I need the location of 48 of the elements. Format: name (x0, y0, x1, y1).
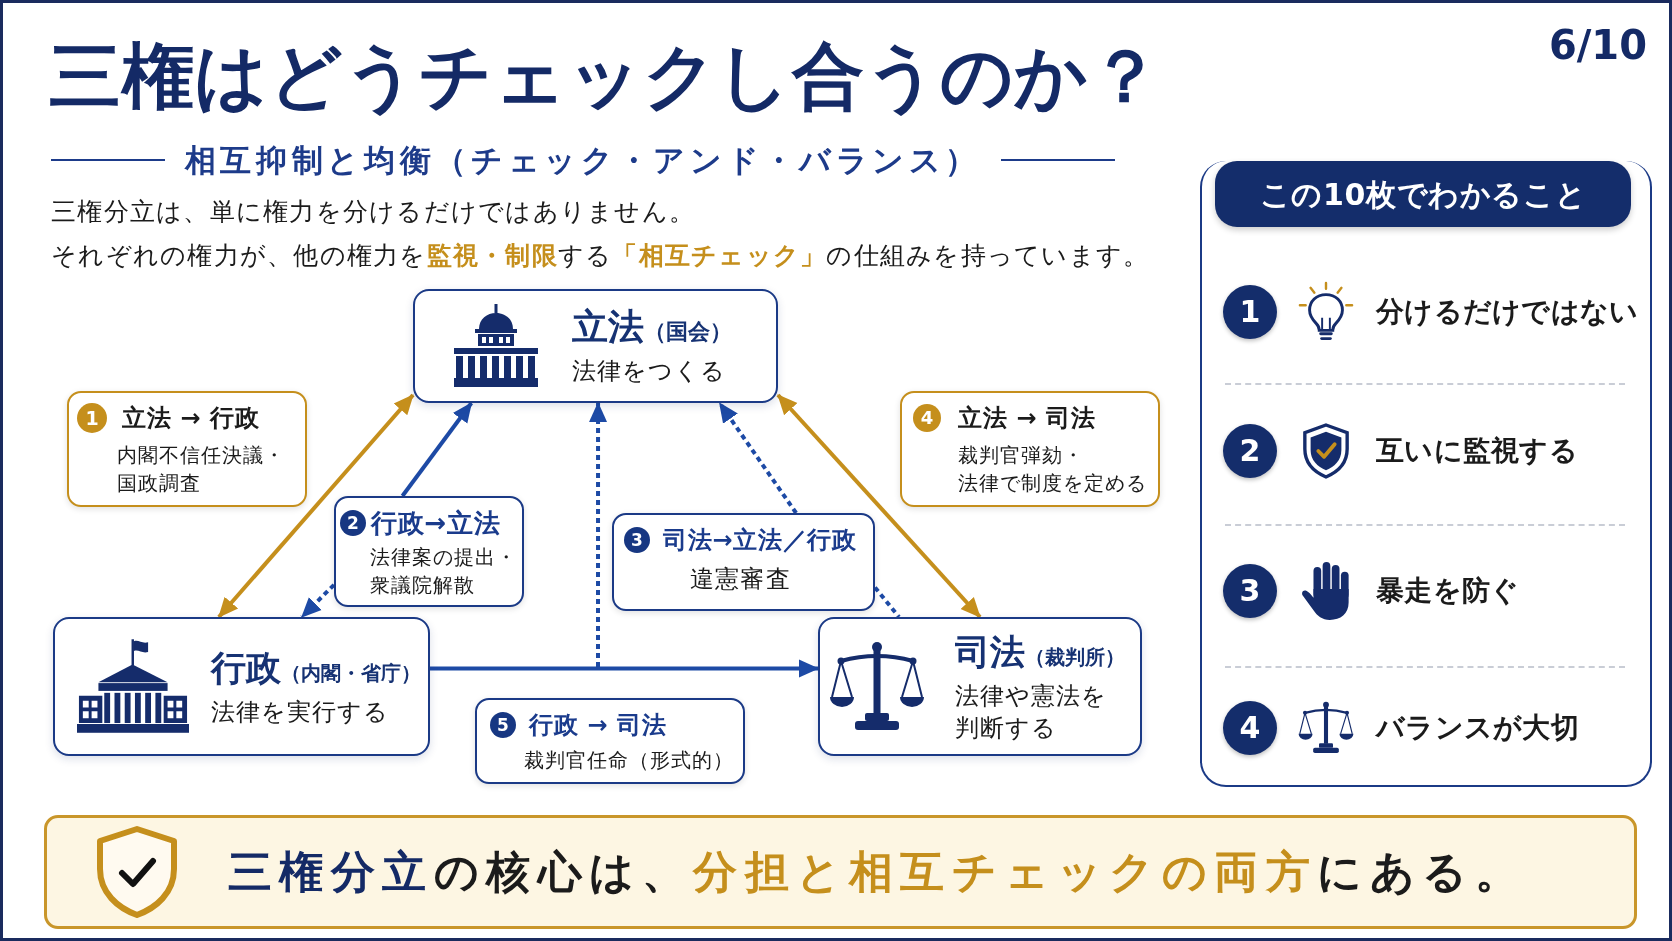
callout-heading: 司法→立法／行政 (663, 525, 857, 555)
callout-text: 法律案の提出・衆議院解散 (370, 544, 517, 599)
dotted-arrow (589, 402, 608, 667)
callout-text: 違憲審査 (690, 564, 791, 594)
callout-heading: 行政→立法 (371, 508, 501, 538)
callout-text: 裁判官弾劾・法律で制度を定める (958, 442, 1147, 497)
branch-title: 行政 (211, 646, 281, 690)
callout-box (475, 698, 745, 784)
callout-text: 裁判官任命（形式的） (524, 747, 734, 773)
dotted-line (873, 586, 901, 619)
callout-heading: 立法 → 行政 (122, 403, 260, 433)
point-text: バランスが大切 (1376, 710, 1579, 746)
subtitle: 相互抑制と均衡（チェック・アンド・バランス） (184, 141, 982, 180)
callout-heading: 行政 → 司法 (529, 710, 667, 740)
branch-subtitle: （内閣・省庁） (281, 659, 421, 687)
double-arrow (776, 393, 982, 619)
conclusion-banner (44, 815, 1637, 929)
double-arrow (217, 393, 415, 619)
title: 三権はどうチェックし合うのか？ (49, 33, 1162, 120)
branch-description: 法律をつくる (572, 356, 727, 387)
intro-text: 三権分立は、単に権力を分けるだけではありません。 (51, 196, 695, 228)
branch-box (818, 617, 1142, 756)
branch-subtitle: （国会） (644, 318, 732, 346)
page-number: 6/10 (1548, 21, 1647, 70)
callout-box (900, 391, 1160, 507)
branch-title: 立法 (572, 305, 644, 349)
callout-box (67, 391, 307, 507)
callout-text: 内閣不信任決議・国政調査 (117, 442, 285, 497)
summary-panel (1200, 161, 1652, 787)
branch-box (413, 289, 778, 403)
intro-text: それぞれの権力が、他の権力を監視・制限する「相互チェック」の仕組みを持っています。 (51, 240, 1150, 272)
point-text: 暴走を防ぐ (1376, 573, 1520, 609)
point-text: 互いに監視する (1376, 433, 1578, 469)
branch-subtitle: （裁判所） (1025, 643, 1125, 671)
heading-banner: この10枚でわかること (1215, 161, 1631, 227)
callout-box (612, 513, 875, 611)
branch-box (53, 617, 430, 756)
branch-description: 法律を実行する (211, 696, 390, 728)
branch-description: 法律や憲法を判断する (955, 680, 1107, 744)
point-text: 分けるだけではない (1376, 294, 1639, 330)
branch-title: 司法 (955, 630, 1025, 674)
dotted-arrow (300, 583, 336, 619)
conclusion-text: 三権分立の核心は、分担と相互チェックの両方にある。 (228, 845, 1526, 899)
arrow (400, 401, 473, 498)
callout-box (334, 496, 524, 607)
callout-heading: 立法 → 司法 (958, 403, 1096, 433)
arrow (430, 659, 819, 678)
dotted-arrow (717, 401, 798, 515)
